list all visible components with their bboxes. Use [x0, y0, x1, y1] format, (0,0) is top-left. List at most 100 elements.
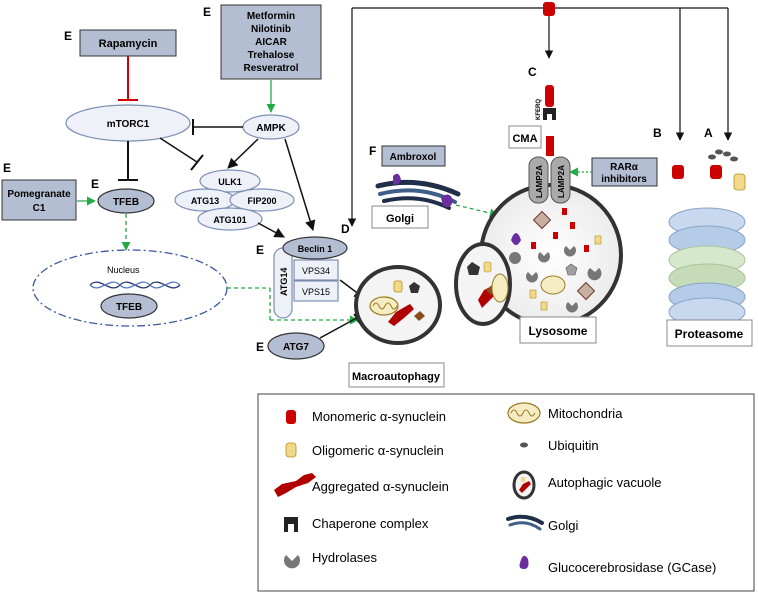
vps15-label: VPS15	[302, 287, 330, 297]
cma-monomer-icon	[545, 85, 554, 107]
golgi-gcase-icon-1	[393, 173, 401, 185]
lysosome-autophagic-vacuole	[454, 242, 512, 326]
ambroxol-box	[381, 145, 446, 167]
lamp2a-left-node	[528, 156, 549, 204]
autophagosome-aggregate-icon	[388, 304, 414, 326]
top-monomer-icon	[543, 2, 555, 16]
proteasome-icon	[668, 207, 746, 327]
golgi-label: Golgi	[386, 213, 414, 225]
lysosome-contents	[509, 208, 602, 313]
golgi-to-lysosome-arrow	[455, 204, 499, 218]
cma-box	[508, 125, 542, 149]
legend-text-oligomer: Oligomeric α-synuclein	[312, 443, 444, 458]
golgi-box	[371, 205, 429, 229]
proteasome-b-monomer-icon	[672, 165, 684, 179]
mtorc1-label: mTORC1	[107, 119, 150, 130]
macroautophagy-label: Macroautophagy	[352, 371, 441, 383]
cma-translocating-monomer	[546, 136, 554, 156]
legend-text-aggregate: Aggregated α-synuclein	[312, 479, 449, 494]
ampk-activate-ulk1-arrow	[227, 138, 259, 169]
nucleus-label: Nucleus	[107, 265, 140, 275]
legend-text-monomer: Monomeric α-synuclein	[312, 409, 446, 424]
letter-e-pomegranate: E	[3, 161, 11, 175]
legend-monomer-icon	[286, 410, 296, 424]
autophagosome-brown-icon	[414, 311, 425, 321]
rara-label-2: inhibitors	[601, 174, 647, 185]
drug-aicar: AICAR	[255, 37, 287, 48]
letter-e-atg7: E	[256, 340, 264, 354]
beclin1-label: Beclin 1	[298, 244, 333, 254]
lysosome-box	[519, 316, 597, 344]
fip200-label: FIP200	[247, 196, 276, 206]
autophagosome-oligomer-icon	[393, 280, 403, 293]
autophagosome-pentagon-icon	[409, 282, 420, 293]
vacuole-pentagon-icon	[467, 262, 480, 275]
legend-chaperone-icon	[284, 517, 298, 532]
nuclear-tfeb-node	[100, 293, 158, 319]
dna-icon	[89, 281, 181, 289]
legend-text-golgi: Golgi	[548, 518, 578, 533]
tfeb-label: TFEB	[113, 197, 139, 208]
nuclear-tfeb-label: TFEB	[116, 302, 142, 313]
legend-autophagic-vacuole-icon	[512, 470, 536, 500]
vacuole-oligomer-icon	[483, 261, 492, 273]
macroautophagy-box	[348, 362, 445, 388]
ampk-label: AMPK	[256, 123, 286, 134]
legend-ubiquitin-icon	[520, 442, 528, 448]
ambroxol-label: Ambroxol	[390, 152, 437, 163]
lysosome-label: Lysosome	[529, 324, 588, 338]
legend-aggregate-icon	[274, 473, 316, 497]
proteasome-box	[666, 319, 753, 347]
atg7-node	[267, 332, 325, 360]
mtorc1-inhibit-ulk1-line	[159, 137, 198, 163]
rara-label-1: RARα	[610, 162, 639, 173]
legend-text-gcase: Glucocerebrosidase (GCase)	[548, 560, 716, 575]
proteasome-a-monomer-icon	[710, 165, 722, 179]
atg7-label: ATG7	[283, 342, 309, 353]
drug-nilotinib: Nilotinib	[251, 24, 291, 35]
legend-text-mitochondria: Mitochondria	[548, 406, 623, 421]
tfeb-node	[97, 188, 155, 214]
letter-b: B	[653, 126, 662, 140]
beclin1-node	[282, 236, 348, 260]
ulk1-label: ULK1	[218, 177, 242, 187]
ulk1-activate-beclin1-arrow	[257, 222, 285, 238]
pomegranate-label-2: C1	[33, 203, 46, 214]
pomegranate-box	[1, 179, 77, 221]
ubiquitin-chain-icon	[708, 149, 738, 162]
lamp2a-left-label: LAMP2A	[535, 165, 544, 198]
kferq-label: KFERQ	[536, 99, 542, 120]
drug-trehalose: Trehalose	[248, 50, 295, 61]
rapamycin-box	[79, 29, 177, 57]
vps15-node	[293, 280, 339, 302]
letter-e-drugs: E	[203, 5, 211, 19]
legend-hydrolase-icon	[284, 555, 300, 569]
cma-label: CMA	[512, 133, 537, 145]
autophagosome-mitochondria-icon	[369, 296, 399, 316]
ampk-activator-drugs-box	[220, 4, 322, 80]
legend-text-autophagic-vacuole: Autophagic vacuole	[548, 475, 661, 490]
letter-d: D	[341, 222, 350, 236]
legend-text-hydrolase: Hydrolases	[312, 550, 378, 565]
atg14-label: ATG14	[279, 268, 289, 296]
letter-c: C	[528, 65, 537, 79]
legend-text-chaperone: Chaperone complex	[312, 516, 429, 531]
legend-box	[257, 393, 755, 592]
letter-a: A	[704, 126, 713, 140]
cma-chaperone-icon	[543, 108, 556, 120]
proteasome-oligomer-icon	[733, 173, 746, 191]
letter-e-tfeb: E	[91, 177, 99, 191]
letter-f: F	[369, 144, 376, 158]
pomegranate-label-1: Pomegranate	[7, 189, 71, 200]
legend-oligomer-icon	[285, 442, 297, 458]
mtorc1-inhibit-ulk1-bar	[190, 154, 204, 171]
ampk-activate-beclin1-arrow	[284, 138, 316, 232]
lamp2a-right-node	[550, 156, 571, 204]
vacuole-mitochondria-icon	[491, 273, 509, 303]
ulk1-complex	[174, 169, 295, 231]
rara-inhibitors-box	[591, 157, 658, 187]
vps34-node	[293, 259, 339, 281]
legend-text-ubiquitin: Ubiquitin	[548, 438, 599, 453]
letter-e-beclin: E	[256, 243, 264, 257]
lamp2a-right-label: LAMP2A	[557, 165, 566, 198]
